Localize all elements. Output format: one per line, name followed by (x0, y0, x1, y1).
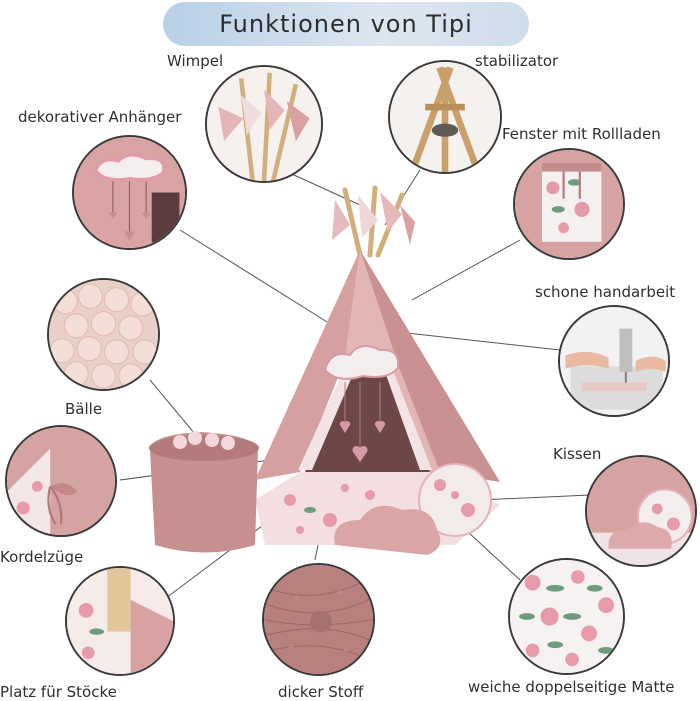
circle-kissen (585, 455, 697, 567)
circle-anhaenger (72, 135, 187, 250)
mobile-strings (344, 382, 381, 452)
door-trim-left (298, 350, 360, 470)
pillow-flowers (434, 479, 475, 517)
basket (150, 432, 258, 553)
connector-baelle (149, 379, 201, 441)
connector-kissen (479, 494, 591, 501)
tent-left-panel (255, 250, 360, 480)
label-handarbeit: schone handarbeit (535, 283, 676, 301)
connector-fenster (411, 239, 521, 301)
door-trim-right (380, 350, 432, 470)
tent-right-panel (360, 250, 500, 482)
circle-matte (508, 558, 625, 675)
circle-stoecke (65, 566, 175, 676)
label-baelle: Bälle (65, 400, 103, 418)
label-matte: weiche doppelseitige Matte (468, 678, 675, 696)
label-stoecke: Platz für Stöcke (0, 683, 117, 701)
cloud-mobile (323, 345, 400, 380)
circle-fenster (513, 148, 625, 260)
label-stabilizator: stabilizator (475, 52, 559, 70)
label-wimpel: Wimpel (167, 52, 224, 70)
page-title: Funktionen von Tipi (163, 2, 529, 46)
mobile-hearts (339, 421, 386, 462)
circle-handarbeit (558, 305, 670, 417)
label-stoff: dicker Stoff (278, 683, 364, 701)
tent-opening (305, 350, 430, 472)
label-kordelzuege: Kordelzüge (0, 548, 84, 566)
basket-balls (173, 431, 235, 450)
circle-kordelzuege (5, 425, 117, 537)
connector-anhaenger (179, 229, 341, 331)
label-fenster: Fenster mit Rollladen (502, 125, 661, 143)
label-anhaenger: dekorativer Anhänger (18, 108, 182, 126)
circle-wimpel (205, 65, 323, 183)
basket-rim (149, 435, 259, 461)
label-kissen: Kissen (553, 445, 602, 463)
tent-flags (332, 192, 415, 245)
circle-baelle (47, 278, 160, 391)
circle-stoff (262, 563, 375, 676)
circle-stabilizator (388, 60, 502, 174)
cloud-pillow (334, 505, 441, 555)
